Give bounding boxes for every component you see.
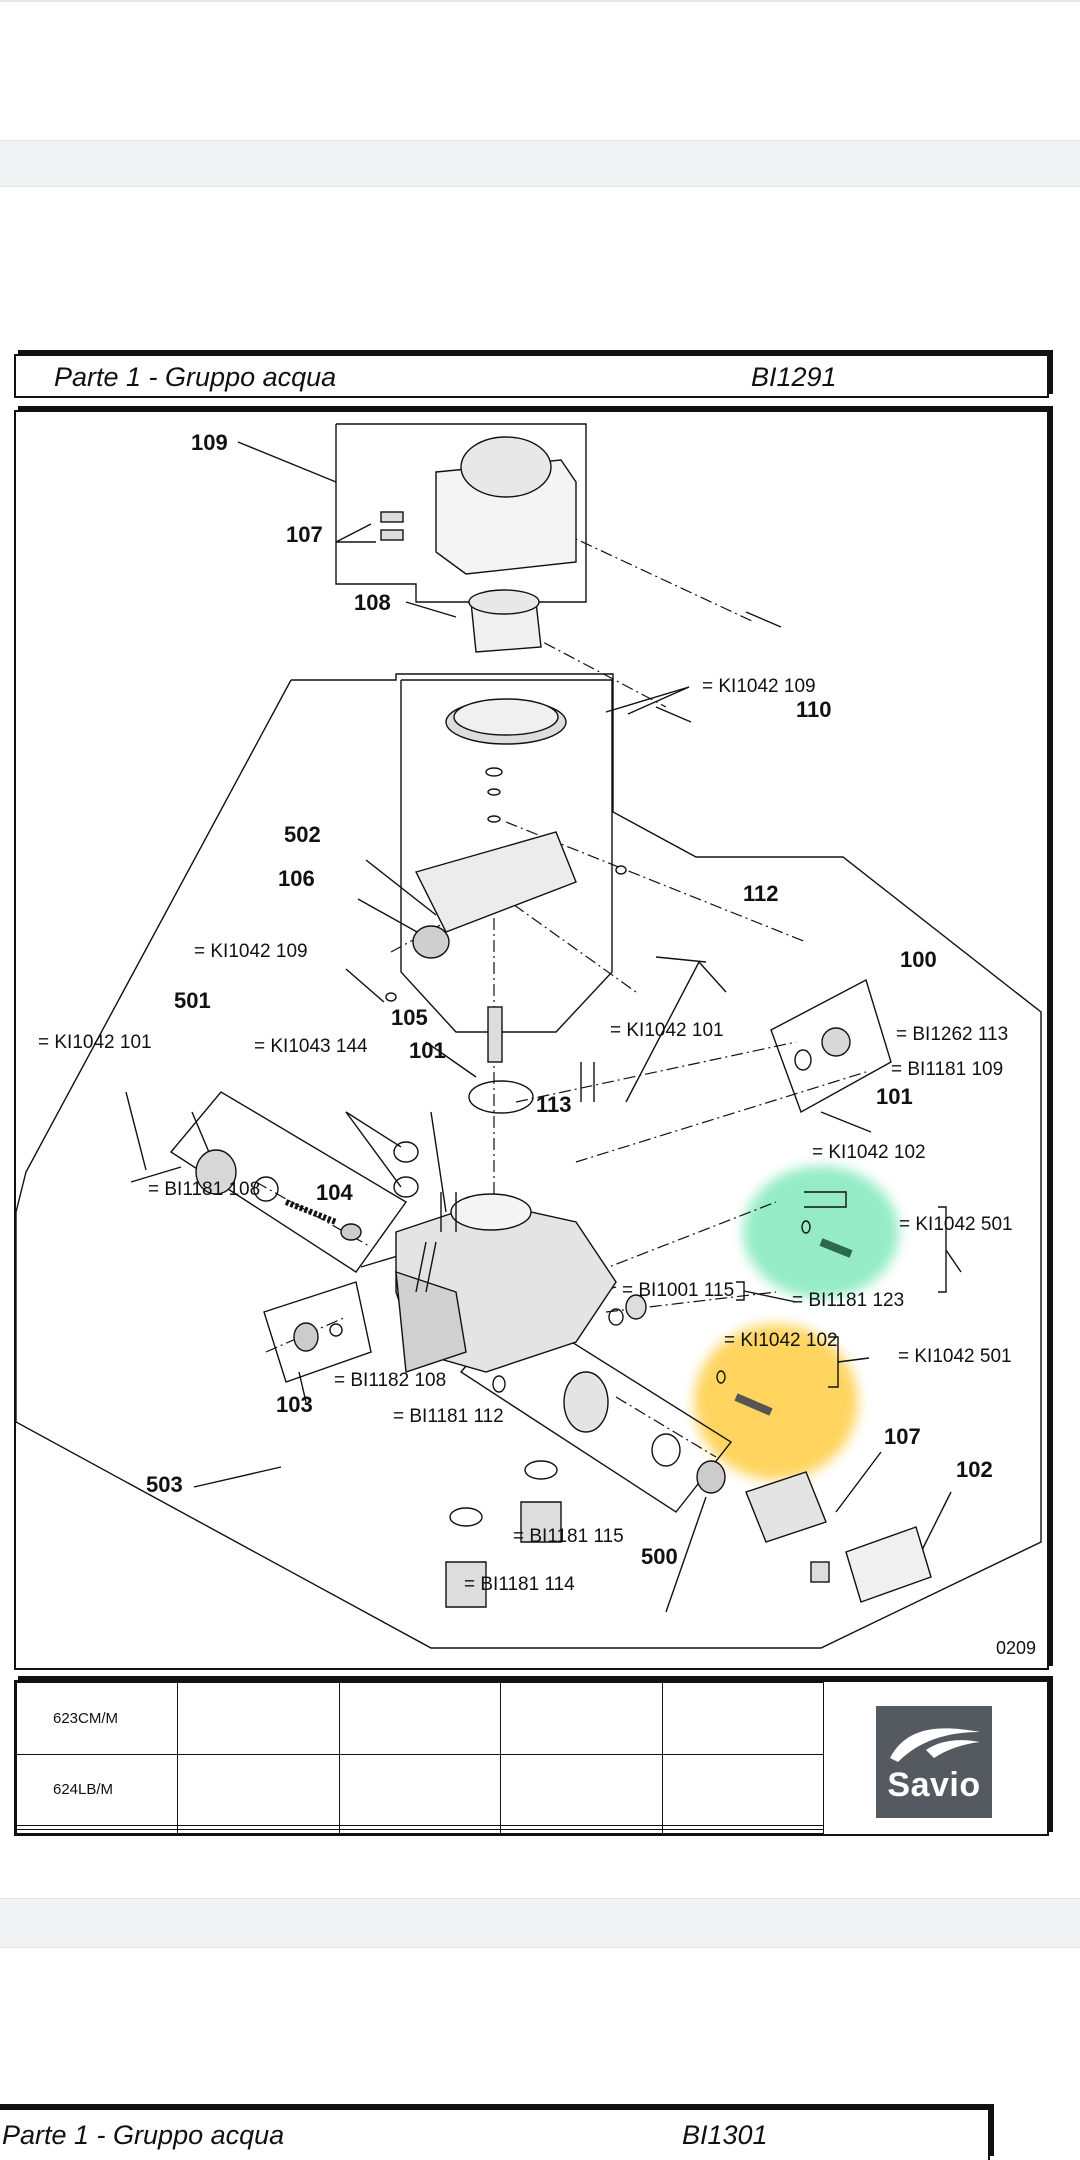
ref-bi1182-108: = BI1182 108 — [334, 1370, 446, 1391]
model-cell: 624LB/M — [15, 1753, 179, 1827]
page-title-bar: Parte 1 - Gruppo acqua BI1291 — [14, 354, 1049, 398]
outline-lines — [16, 423, 1042, 1649]
part-drawings — [130, 436, 932, 1608]
label-104: 104 — [316, 1180, 353, 1205]
label-107-top: 107 — [286, 522, 323, 547]
ref-ki1042-501-top: = KI1042 501 — [899, 1214, 1013, 1235]
savio-logo: Savio — [876, 1706, 992, 1818]
ref-bi1181-114: = BI1181 114 — [464, 1574, 575, 1595]
wave-logo-icon — [890, 1728, 980, 1762]
label-501: 501 — [174, 988, 211, 1013]
page-code: BI1291 — [751, 362, 837, 392]
next-page-title-bar: Parte 1 - Gruppo acqua BI1301 — [0, 2108, 990, 2160]
ref-bi1262-113: = BI1262 113 — [896, 1024, 1008, 1045]
ref-bi1001-115: = BI1001 115 — [622, 1280, 734, 1301]
label-101-left: 101 — [409, 1038, 446, 1063]
table-row: 624LB/M — [15, 1753, 825, 1827]
ref-ki1042-102-top: = KI1042 102 — [812, 1142, 926, 1163]
next-page-code: BI1301 — [682, 2120, 768, 2150]
label-103: 103 — [276, 1392, 313, 1417]
ref-bi1181-108: = BI1181 108 — [148, 1179, 260, 1200]
title-block: 623CM/M 624LB/M Savio — [14, 1680, 1049, 1836]
table-row: 623CM/M — [15, 1682, 825, 1755]
ref-ki1042-101-left: = KI1042 101 — [38, 1032, 152, 1053]
document-page: Parte 1 - Gruppo acqua BI1291 — [14, 354, 1049, 1836]
model-cell: 623CM/M — [15, 1682, 179, 1755]
ref-ki1042-109-right: = KI1042 109 — [702, 676, 816, 697]
page-gap-band — [0, 140, 1080, 187]
label-100: 100 — [900, 947, 937, 972]
ref-bi1181-109: = BI1181 109 — [891, 1059, 1003, 1080]
label-101-right: 101 — [876, 1084, 913, 1109]
exploded-diagram: 109 107 108 110 502 106 112 100 501 105 … — [14, 410, 1049, 1670]
yellow-highlight — [694, 1324, 858, 1480]
ref-ki1042-109-left: = KI1042 109 — [194, 941, 308, 962]
page-gap-band — [0, 1898, 1080, 1948]
label-112: 112 — [743, 881, 779, 906]
ref-bi1181-112: = BI1181 112 — [393, 1406, 504, 1427]
label-110: 110 — [796, 697, 832, 722]
page-title: Parte 1 - Gruppo acqua — [54, 362, 337, 392]
label-106: 106 — [278, 866, 315, 891]
table-row — [15, 1829, 825, 1834]
drawing-number: 0209 — [996, 1638, 1036, 1658]
next-page-title: Parte 1 - Gruppo acqua — [2, 2120, 285, 2150]
label-503: 503 — [146, 1472, 183, 1497]
label-109: 109 — [191, 430, 228, 455]
label-108: 108 — [354, 590, 391, 615]
ref-ki1043-144: = KI1043 144 — [254, 1036, 368, 1057]
top-divider — [0, 0, 1080, 2]
ref-bi1181-123: = BI1181 123 — [792, 1290, 904, 1311]
label-105: 105 — [391, 1005, 428, 1030]
ref-bi1181-115: = BI1181 115 — [513, 1526, 624, 1547]
ref-ki1042-101-mid: = KI1042 101 — [610, 1020, 724, 1041]
label-502: 502 — [284, 822, 321, 847]
label-107-bottom: 107 — [884, 1424, 921, 1449]
label-102: 102 — [956, 1457, 993, 1482]
model-cell — [15, 1829, 179, 1834]
ref-ki1042-102-bottom: = KI1042 102 — [724, 1330, 838, 1351]
label-113: 113 — [536, 1092, 572, 1117]
part-numbers: 109 107 108 110 502 106 112 100 501 105 … — [146, 430, 993, 1569]
diagram-svg: 109 107 108 110 502 106 112 100 501 105 … — [16, 423, 1042, 1658]
reference-codes: = KI1042 109 = KI1042 109 = KI1042 101 =… — [38, 676, 1013, 1595]
green-highlight — [743, 1166, 899, 1298]
label-500: 500 — [641, 1544, 678, 1569]
model-table: 623CM/M 624LB/M — [15, 1682, 825, 1834]
ref-ki1042-501-bottom: = KI1042 501 — [898, 1346, 1012, 1367]
brand-name: Savio — [887, 1766, 981, 1804]
